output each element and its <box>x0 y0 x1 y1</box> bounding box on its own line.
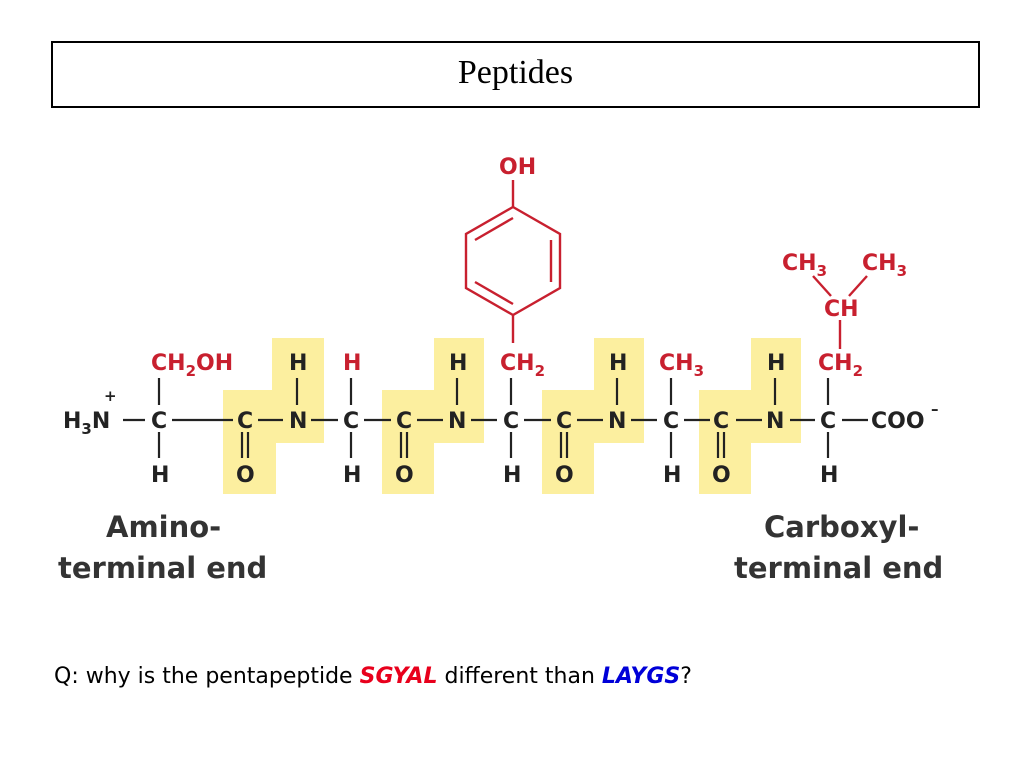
amide-h-1: H <box>289 351 307 376</box>
title-box: Peptides <box>51 41 980 108</box>
carboxyl-terminal-label-line2: terminal end <box>734 551 943 585</box>
question-prefix: Q: why is the pentapeptide <box>54 664 360 689</box>
alpha-h-2: H <box>343 463 361 488</box>
alpha-carbon-3: C <box>503 409 519 434</box>
carbonyl-oxygen-3: O <box>555 463 574 488</box>
side-chain-bonds <box>157 378 830 405</box>
carbonyl-carbon-1: C <box>237 409 253 434</box>
leucine-ch3-right: CH3 <box>862 251 907 280</box>
tyrosine-oh: OH <box>499 155 536 180</box>
amide-h-3: H <box>609 351 627 376</box>
amide-nitrogen-4: N <box>766 409 784 434</box>
alpha-h-1: H <box>151 463 169 488</box>
amide-h-4: H <box>767 351 785 376</box>
alpha-h-bonds <box>157 432 830 458</box>
glycine-side-chain: H <box>343 351 361 376</box>
amide-nitrogen-3: N <box>608 409 626 434</box>
serine-side-chain: CH2OH <box>151 351 233 380</box>
carbonyl-oxygen-2: O <box>395 463 414 488</box>
leucine-ch2: CH2 <box>818 351 863 380</box>
leucine-ch: CH <box>824 297 859 322</box>
amino-terminal-label-line1: Amino- <box>106 510 221 544</box>
n-terminus-charge: + <box>104 387 117 405</box>
alpha-h-5: H <box>820 463 838 488</box>
alanine-side-chain: CH3 <box>659 351 704 380</box>
amide-nitrogen-2: N <box>448 409 466 434</box>
carbonyl-carbon-3: C <box>556 409 572 434</box>
question-middle: different than <box>437 664 602 689</box>
alpha-carbon-4: C <box>663 409 679 434</box>
question-text: Q: why is the pentapeptide SGYAL differe… <box>54 664 692 689</box>
carboxyl-terminal-label-line1: Carboxyl- <box>764 510 919 544</box>
leucine-branch-bonds <box>812 275 868 349</box>
alpha-h-4: H <box>663 463 681 488</box>
sequence-laygs: LAYGS <box>601 664 681 689</box>
n-terminus-h: H3N <box>63 409 110 438</box>
alpha-carbon-2: C <box>343 409 359 434</box>
c-terminus-charge: – <box>931 400 939 418</box>
sequence-sgyal: SGYAL <box>359 664 438 689</box>
amino-terminal-label-line2: terminal end <box>58 551 267 585</box>
carbonyl-carbon-4: C <box>713 409 729 434</box>
alpha-h-3: H <box>503 463 521 488</box>
slide-title: Peptides <box>457 53 574 91</box>
carbonyl-double-bonds <box>240 432 726 458</box>
amide-nh-bonds <box>295 378 777 405</box>
tyrosine-ch2: CH2 <box>500 351 545 380</box>
carbonyl-carbon-2: C <box>396 409 412 434</box>
carbonyl-oxygen-4: O <box>712 463 731 488</box>
carbonyl-oxygen-1: O <box>236 463 255 488</box>
alpha-carbon-1: C <box>151 409 167 434</box>
tyrosine-phenol-ring <box>464 180 562 343</box>
amide-nitrogen-1: N <box>289 409 307 434</box>
leucine-ch3-left: CH3 <box>782 251 827 280</box>
question-suffix: ? <box>680 664 692 689</box>
amide-h-2: H <box>449 351 467 376</box>
alpha-carbon-5: C <box>820 409 836 434</box>
c-terminus-coo: COO <box>871 409 925 434</box>
